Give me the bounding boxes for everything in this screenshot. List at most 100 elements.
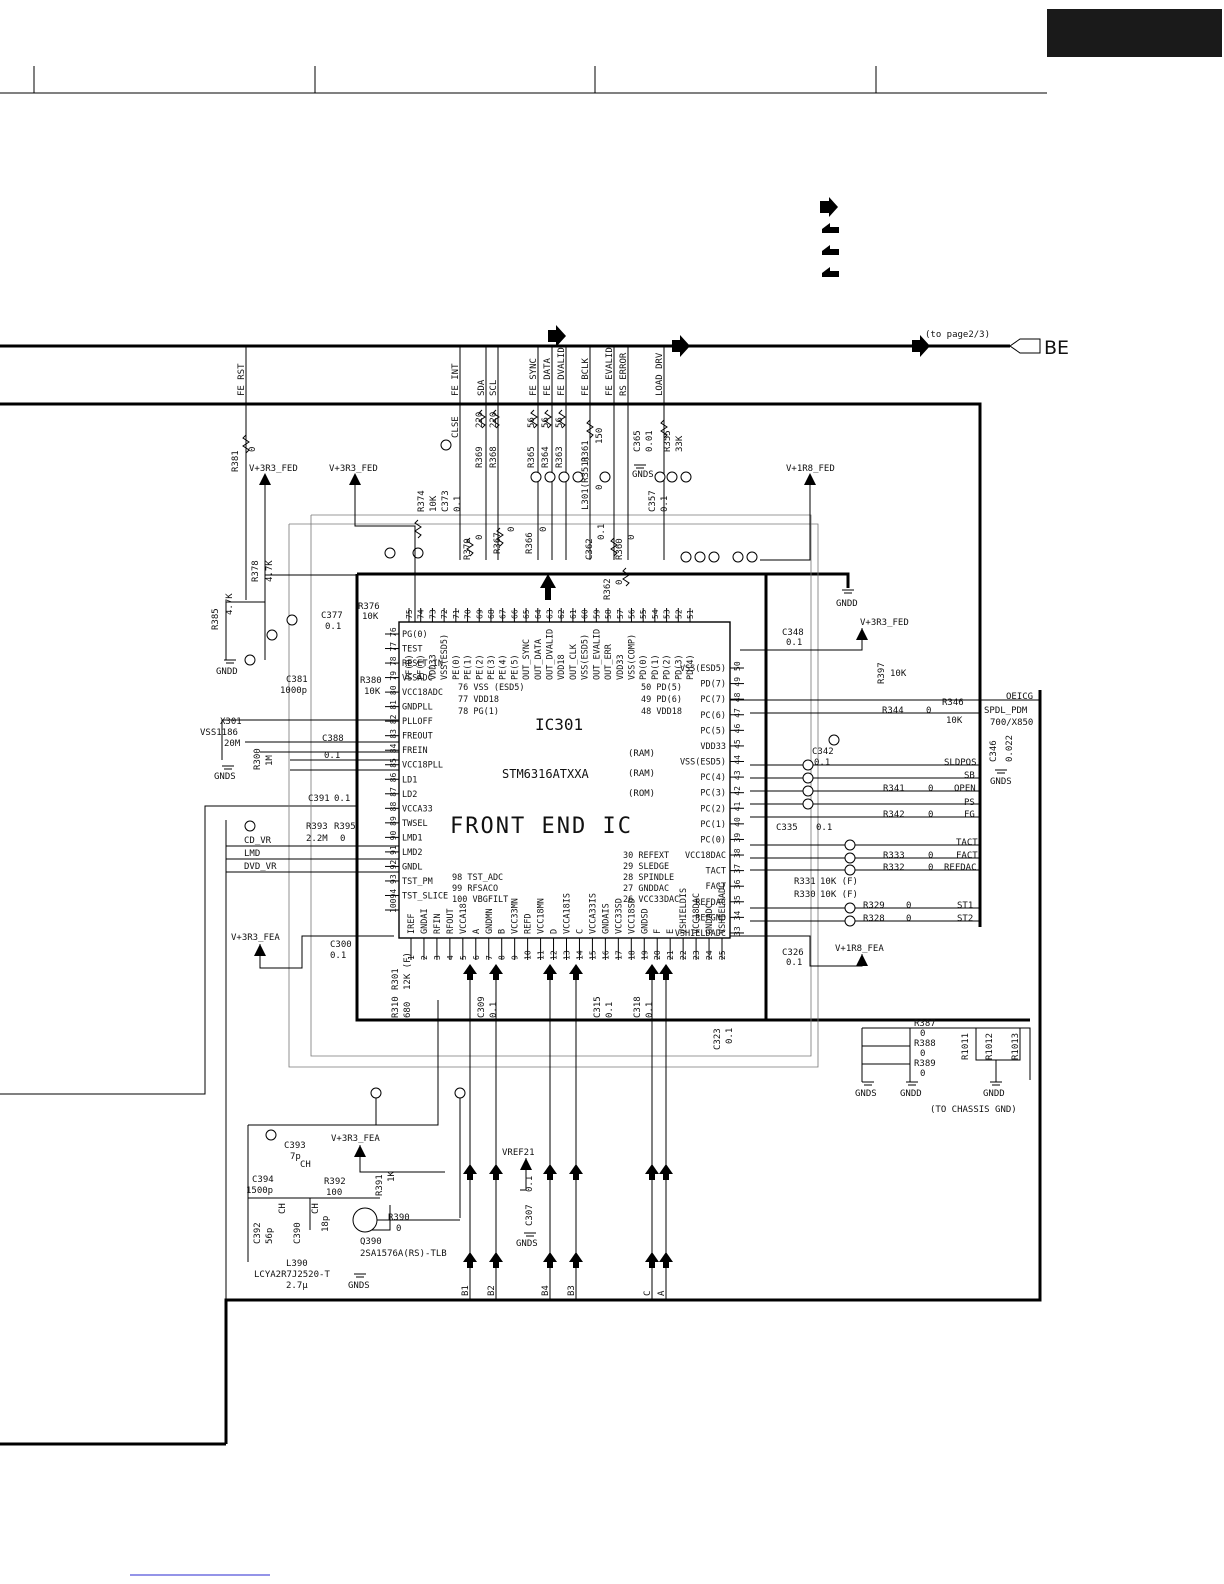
ic-pin-number: 12 xyxy=(550,950,559,960)
ic-mem-1: (RAM) xyxy=(628,749,655,759)
component-value: 0.1 xyxy=(453,496,463,512)
arrow-up-icon xyxy=(543,1252,557,1268)
net-label: OEICG xyxy=(1006,692,1033,702)
test-point xyxy=(384,547,396,559)
ic-pin-number: 53 xyxy=(663,609,672,619)
ic-pin-name: VCC18PLL xyxy=(402,761,443,771)
component-value: 0.1 xyxy=(597,524,607,540)
ic-ref: IC301 xyxy=(535,715,583,734)
component-ref: C335 xyxy=(776,823,798,833)
ic-pin-name: PD(7) xyxy=(700,680,726,690)
component-ref: R385 xyxy=(211,608,221,630)
ic-pin-name: C xyxy=(575,929,585,934)
ground-label: GNDS xyxy=(990,777,1012,787)
ic-pin-name: REFDAC xyxy=(695,898,726,908)
inner-note: 77 VDD18 xyxy=(458,695,499,705)
ic-pin-name: PD(4) xyxy=(686,654,696,680)
component-ref: R380 xyxy=(360,676,382,686)
ground-icon xyxy=(524,1232,536,1237)
test-point xyxy=(844,915,856,927)
rail-label: V+3R3_FED xyxy=(860,618,909,628)
arrow-up-icon xyxy=(489,964,503,980)
signal-label: LOAD_DRV xyxy=(655,352,665,396)
test-point xyxy=(666,471,678,483)
ic-pin-name: PE(2) xyxy=(475,654,485,680)
ic-pin-number: 2 xyxy=(420,955,429,960)
resistor-symbol xyxy=(414,519,422,539)
ic-pin-number: 93 xyxy=(389,874,398,884)
component-ref: R364 xyxy=(541,446,551,468)
ic-pin-number: 55 xyxy=(639,609,648,619)
ic-pin-number: 44 xyxy=(733,755,742,765)
component-value: 0.1 xyxy=(325,622,341,632)
component-value: 0.1 xyxy=(660,496,670,512)
ic-pin-number: 80 xyxy=(389,685,398,695)
ic-pin-number: 15 xyxy=(588,950,597,960)
ic-pin-number: 8 xyxy=(498,955,507,960)
ch-label: CH xyxy=(311,1203,321,1214)
inner-note: 76 VSS (ESD5) xyxy=(458,683,525,693)
component-value: 100 xyxy=(326,1188,342,1198)
component-ref: C326 xyxy=(782,948,804,958)
rail-label: V+3R3_FED xyxy=(249,464,298,474)
component-value: 0 xyxy=(539,527,549,532)
grounds: GNDD GNDD GNDS GNDS GNDS GNDS GNDD GNDD … xyxy=(214,464,1017,1291)
ic-pin-number: 41 xyxy=(733,801,742,811)
component-ref: C392 xyxy=(253,1222,263,1244)
ic-pin-number: 84 xyxy=(389,743,398,753)
rail-arrow-icon xyxy=(520,1158,532,1170)
component-value: 10K xyxy=(364,687,381,697)
resistor-symbol xyxy=(610,537,618,557)
ic-pin-name: TWSEL xyxy=(402,819,428,829)
rail-arrow-icon xyxy=(254,944,266,956)
component-value: 680 xyxy=(403,1002,413,1018)
component-ref: R370 xyxy=(463,538,473,560)
ic-pin-name: A xyxy=(472,929,482,934)
ic-pin-number: 57 xyxy=(616,609,625,619)
component-value: 0.1 xyxy=(816,823,832,833)
ground-icon xyxy=(990,1081,1002,1086)
be-connector xyxy=(1009,338,1041,354)
component-ref: R332 xyxy=(883,863,905,873)
ic-pin-name: VSS(ESD5) xyxy=(581,634,591,680)
ground-icon xyxy=(842,589,854,594)
rail-arrow-icon xyxy=(349,473,361,485)
ic-pin-number: 91 xyxy=(389,845,398,855)
component-value: 0 xyxy=(920,1069,925,1079)
component-value: 0.022 xyxy=(1005,735,1015,762)
ic-pin-name: VCC18MN xyxy=(537,898,547,934)
component-ref: C377 xyxy=(321,611,343,621)
bus-arrow-icon xyxy=(672,335,690,357)
ic-pin-number: 13 xyxy=(563,950,572,960)
ic-pin-name: PE(4) xyxy=(499,654,509,680)
bus-arrow-icon xyxy=(912,335,930,357)
component-ref: C307 xyxy=(525,1204,535,1226)
ic-pin-number: 35 xyxy=(733,895,742,905)
ic-pin-number: 79 xyxy=(389,671,398,681)
signal-label: SCL xyxy=(489,380,499,396)
component-ref: C391 xyxy=(308,794,330,804)
pickup-net-label: B4 xyxy=(541,1285,551,1296)
ic-pin-name: VDD18 xyxy=(557,654,567,680)
ic-pin-number: 39 xyxy=(733,833,742,843)
test-point xyxy=(844,839,856,851)
inner-note: 27 GNDDAC xyxy=(623,884,669,894)
resistor-symbol xyxy=(622,567,630,587)
page-ref: (to page2/3) xyxy=(925,330,990,340)
resistor-symbol xyxy=(530,409,538,429)
ic-pin-name: VSHIELDADC xyxy=(675,929,726,939)
test-point xyxy=(746,551,758,563)
inner-note: 98 TST_ADC xyxy=(452,873,503,883)
ic-pin-number: 62 xyxy=(557,609,566,619)
rail-label: V+1R8_FED xyxy=(786,464,835,474)
component-value: 0.1 xyxy=(324,751,340,761)
component-ref: R341 xyxy=(883,784,905,794)
left-components: R378 4.7K R385 4.7K C377 0.1 R376 10K C3… xyxy=(200,560,399,961)
ic-pin-number: 34 xyxy=(733,911,742,921)
ic-pin-number: 20 xyxy=(653,950,662,960)
component-ref: C362 xyxy=(585,538,595,560)
arrow-left-icon xyxy=(822,223,839,233)
component-ref: R344 xyxy=(882,706,904,716)
ic-pin-number: 47 xyxy=(733,708,742,718)
ground-label: GNDD xyxy=(900,1089,922,1099)
